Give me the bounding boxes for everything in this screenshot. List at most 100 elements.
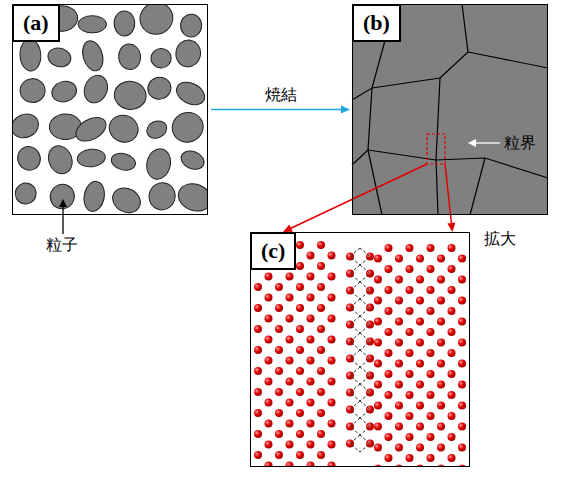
atom (328, 273, 336, 281)
connector-line (445, 164, 452, 225)
particle (19, 78, 46, 104)
atom (317, 304, 325, 312)
atom (395, 297, 403, 305)
zoom-box (427, 134, 445, 164)
particle (44, 142, 76, 177)
particle (109, 151, 137, 173)
atom (296, 367, 304, 375)
atom (427, 349, 435, 357)
panel: (c) (250, 232, 470, 467)
particle (82, 180, 107, 213)
atom (427, 328, 435, 336)
atom (437, 360, 445, 368)
atom (286, 420, 294, 428)
atom (406, 286, 414, 294)
atom (385, 244, 393, 252)
atom (328, 315, 336, 323)
atom (296, 346, 304, 354)
atom (427, 286, 435, 294)
atom (254, 430, 262, 438)
atom (328, 441, 336, 449)
atom (265, 378, 273, 386)
atom (328, 420, 336, 428)
atom (254, 325, 262, 333)
atom (317, 388, 325, 396)
atom (437, 381, 445, 389)
atom (406, 349, 414, 357)
atom (458, 444, 466, 452)
atom (296, 283, 304, 291)
arrowhead (341, 106, 350, 114)
atom (265, 273, 273, 281)
atom (427, 307, 435, 315)
atom (275, 451, 283, 459)
atom (317, 241, 325, 249)
atom (328, 462, 336, 467)
particle (19, 39, 41, 72)
atom (416, 402, 424, 410)
atom (286, 357, 294, 365)
atom (416, 444, 424, 452)
particle (12, 110, 42, 142)
particle (117, 43, 141, 71)
atom (374, 360, 382, 368)
connector-line (289, 164, 427, 229)
atom (317, 346, 325, 354)
particle (144, 146, 174, 181)
atom (406, 265, 414, 273)
particle (108, 183, 144, 215)
atom (406, 454, 414, 462)
atom (406, 307, 414, 315)
atom (437, 402, 445, 410)
atom (317, 430, 325, 438)
atom (385, 391, 393, 399)
atom (416, 465, 424, 467)
atom (275, 346, 283, 354)
atom (437, 255, 445, 263)
atom (286, 441, 294, 449)
atom (416, 276, 424, 284)
atom (296, 241, 304, 249)
atom (275, 430, 283, 438)
atom (317, 367, 325, 375)
boundary-structure (350, 248, 370, 452)
atom (458, 297, 466, 305)
particle (135, 4, 178, 39)
atom (328, 399, 336, 407)
atom (395, 381, 403, 389)
atom (286, 315, 294, 323)
particle (79, 38, 106, 73)
atom (416, 423, 424, 431)
atom (265, 420, 273, 428)
atom (448, 244, 456, 252)
atom (254, 388, 262, 396)
atom (406, 433, 414, 441)
arrowhead (283, 225, 293, 233)
atom (254, 451, 262, 459)
atom (275, 325, 283, 333)
atom (296, 262, 304, 270)
particle (113, 79, 148, 111)
atom (448, 286, 456, 294)
atom (448, 391, 456, 399)
atom (296, 325, 304, 333)
atom (275, 304, 283, 312)
particle (46, 45, 73, 69)
atom (448, 412, 456, 420)
panel-label: (c) (250, 232, 296, 270)
atom (307, 399, 315, 407)
atom (385, 370, 393, 378)
panel-label: (a) (12, 4, 60, 42)
atom (275, 283, 283, 291)
atom (307, 441, 315, 449)
atom (437, 444, 445, 452)
atom (307, 378, 315, 386)
particle (78, 16, 107, 33)
particle (174, 38, 202, 68)
atom (427, 412, 435, 420)
atom (328, 252, 336, 260)
atom (406, 370, 414, 378)
atom (395, 402, 403, 410)
atom (286, 462, 294, 467)
particle (173, 78, 208, 110)
